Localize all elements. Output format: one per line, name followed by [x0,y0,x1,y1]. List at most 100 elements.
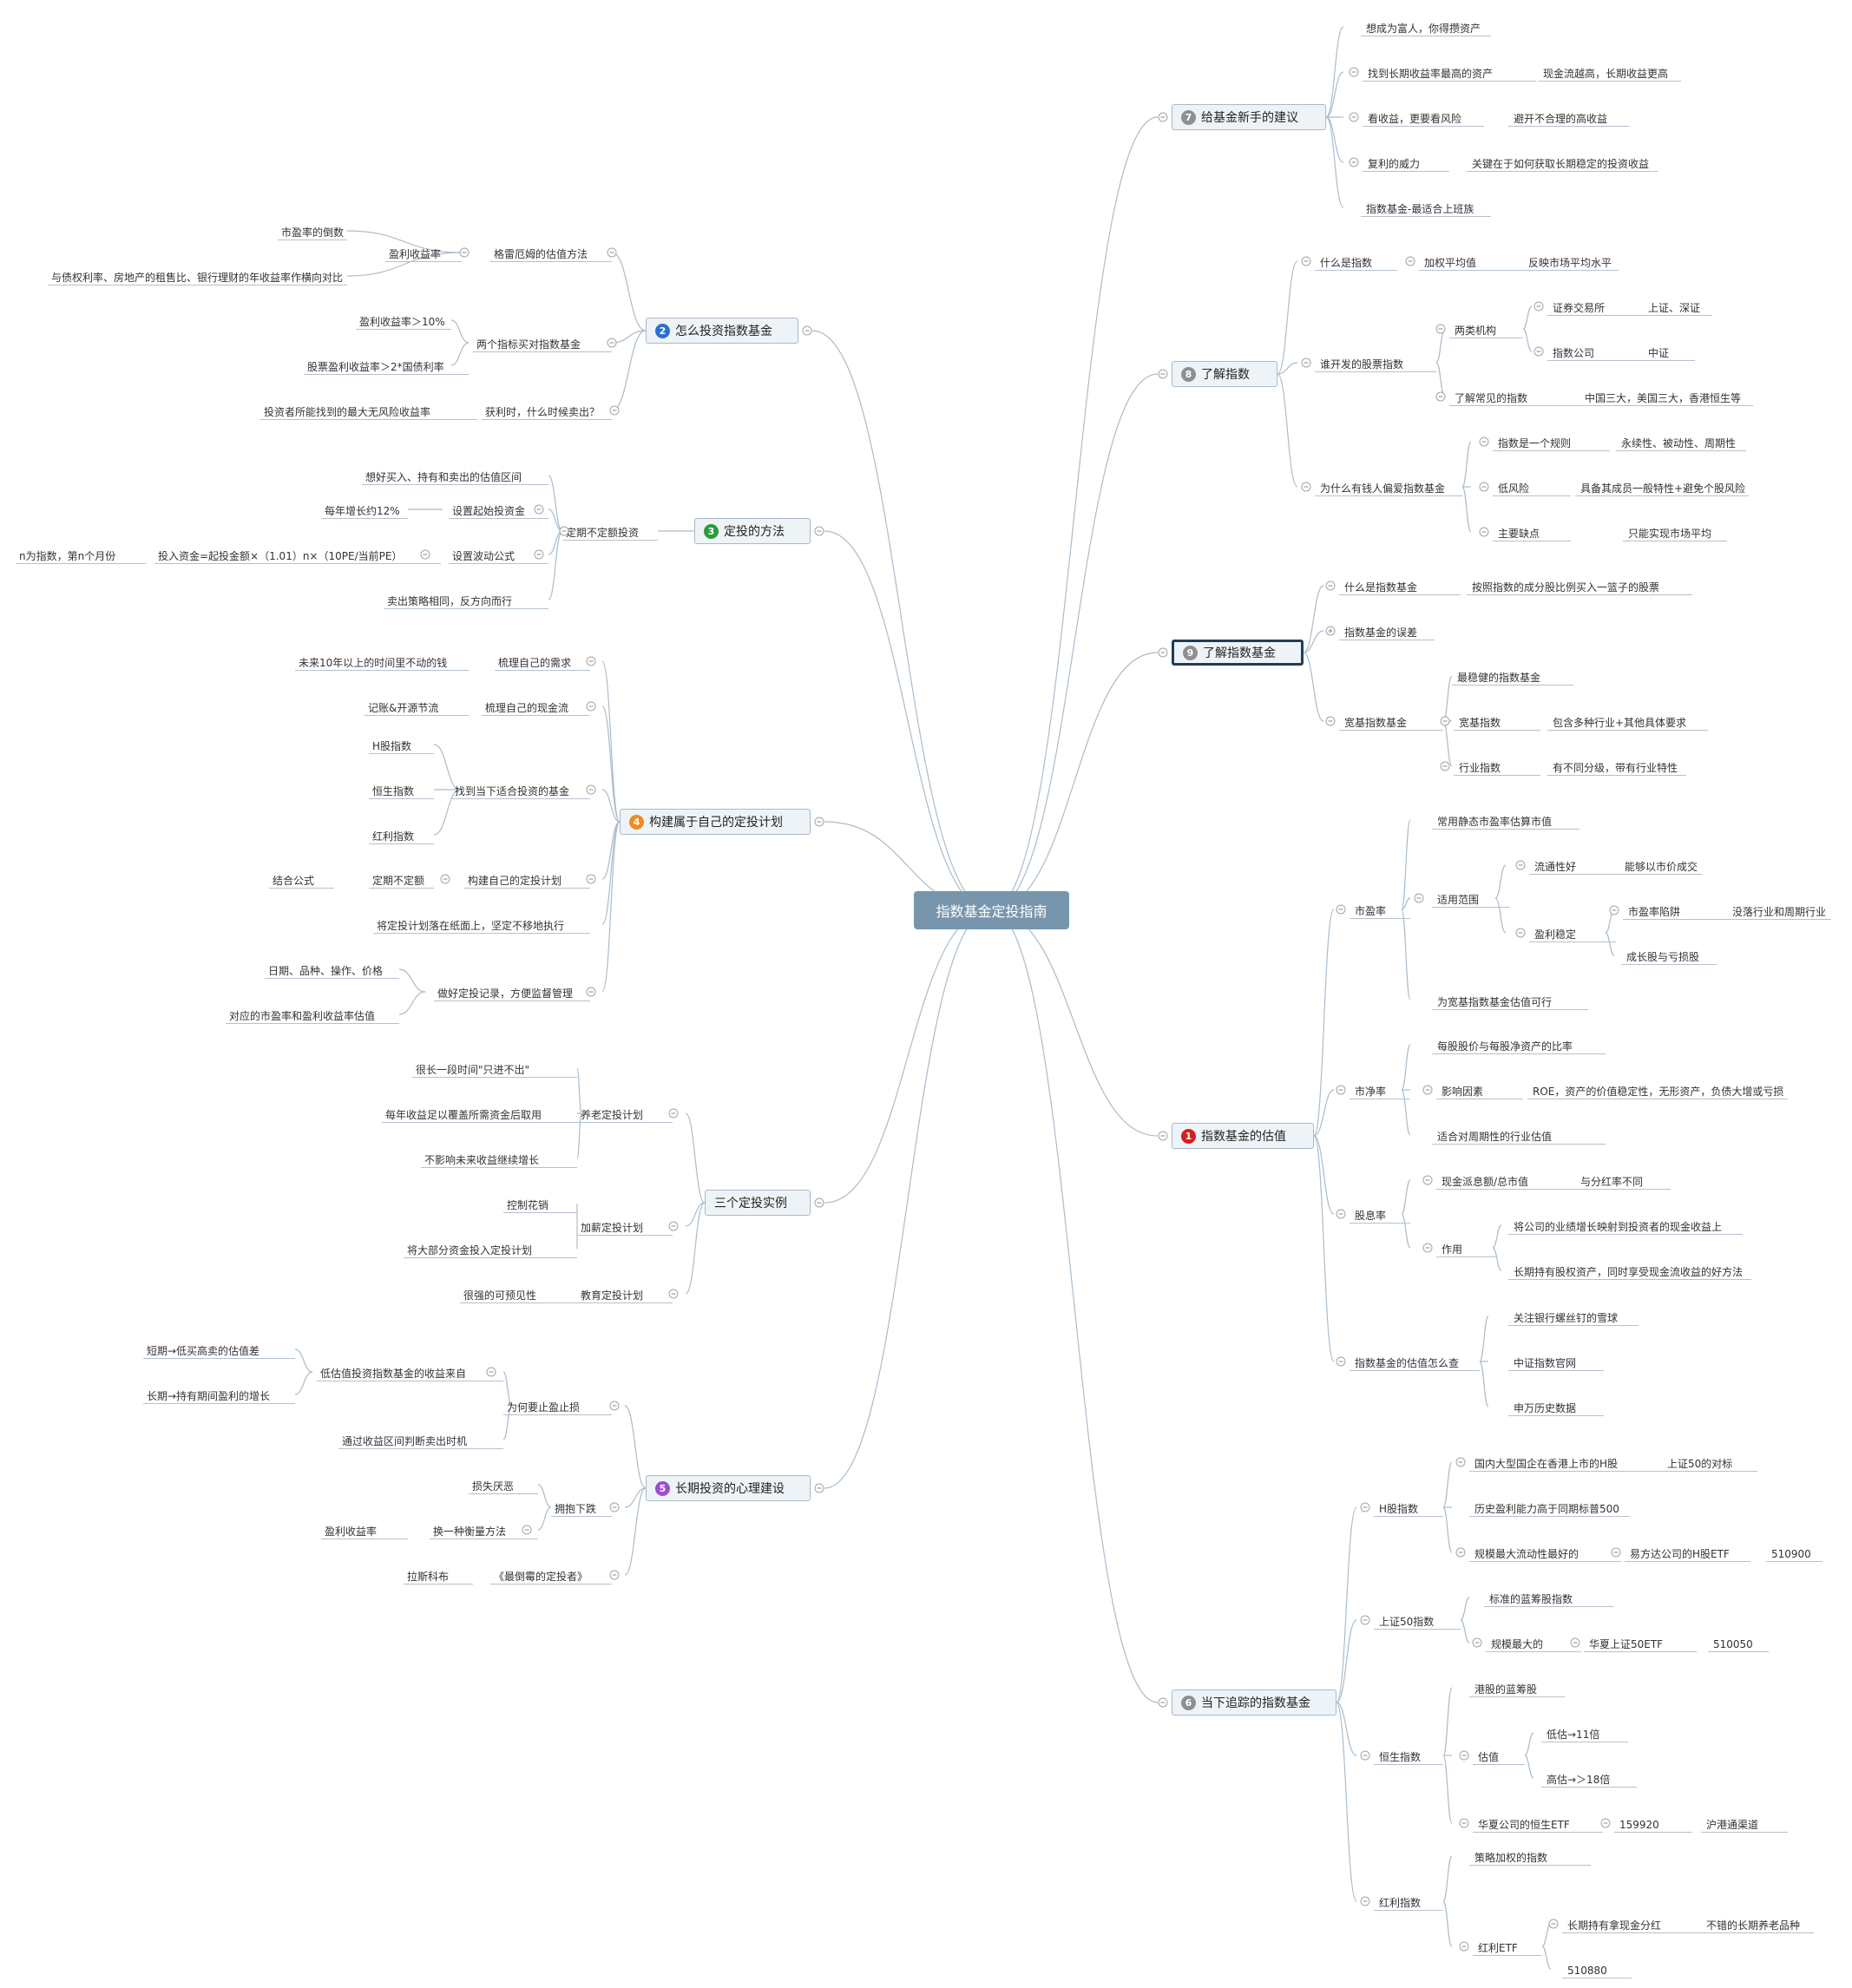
node-low-val[interactable]: 低估→11倍 [1547,1729,1600,1741]
collapse-toggle-icon[interactable] [1336,1085,1346,1095]
node-avg[interactable]: 只能实现市场平均 [1628,528,1712,540]
node-hold-equity[interactable]: 长期持有股权资产，同时享受现金流收益的好方法 [1514,1266,1744,1278]
node-pe-trap[interactable]: 市盈率陷阱 [1628,906,1681,918]
node-rich[interactable]: 想成为富人，你得攒资产 [1366,23,1481,35]
node-three-markets[interactable]: 中国三大，美国三大，香港恒生等 [1585,392,1742,404]
collapse-toggle-icon[interactable] [1600,1818,1611,1828]
node-graham[interactable]: 格雷厄姆的估值方法 [494,248,588,260]
collapse-toggle-icon[interactable] [459,247,470,258]
collapse-toggle-icon[interactable] [609,1570,620,1580]
collapse-toggle-icon[interactable] [607,247,617,258]
collapse-toggle-icon[interactable] [486,1367,496,1377]
collapse-toggle-icon[interactable] [1459,1941,1469,1952]
node-risk[interactable]: 看收益，更要看风险 [1368,113,1462,125]
node-loss-aversion[interactable]: 损失厌恶 [472,1480,515,1493]
node-predictable[interactable]: 很强的可预见性 [463,1289,537,1302]
node-basket[interactable]: 按照指数的成分股比例买入一篮子的股票 [1472,581,1660,594]
collapse-toggle-icon[interactable] [1349,67,1359,77]
node-fund-error[interactable]: 指数基金的误差 [1344,627,1418,639]
node-book[interactable]: 《最倒霉的定投者》 [494,1571,588,1583]
node-broad-index[interactable]: 宽基指数 [1459,717,1501,729]
node-low-valuation[interactable]: 低估值投资指数基金的收益来自 [320,1368,467,1380]
collapse-toggle-icon[interactable] [586,701,596,712]
node-csi-web[interactable]: 中证指数官网 [1514,1357,1577,1369]
node-factors[interactable]: 影响因素 [1442,1086,1484,1098]
node-two-indicators[interactable]: 两个指标买对指数基金 [476,338,581,351]
node-rule[interactable]: 指数是一个规则 [1498,437,1572,449]
node-csi[interactable]: 中证 [1648,347,1670,359]
collapse-toggle-icon[interactable] [1325,716,1336,726]
node-cons[interactable]: 主要缺点 [1498,528,1540,540]
node-index-company[interactable]: 指数公司 [1553,347,1595,359]
collapse-toggle-icon[interactable] [1479,482,1489,492]
collapse-toggle-icon[interactable] [1479,527,1489,537]
collapse-toggle-icon[interactable] [1548,1919,1559,1929]
topic-three-examples[interactable]: 三个定投实例 [705,1190,811,1216]
node-cashflow-high[interactable]: 现金流越高，长期收益更高 [1543,68,1669,80]
node-static-pe[interactable]: 常用静态市盈率估算市值 [1437,816,1553,828]
collapse-toggle-icon[interactable] [1422,1175,1433,1185]
node-formula[interactable]: 投入资金=起投金额×（1.01）n×（10PE/当前PE） [158,550,403,562]
node-accounting[interactable]: 记账&开源节流 [368,702,439,714]
node-control-spend[interactable]: 控制花销 [507,1199,549,1211]
collapse-toggle-icon[interactable] [1301,482,1311,492]
node-hk-blue[interactable]: 港股的蓝筹股 [1474,1683,1538,1696]
node-h-index[interactable]: H股指数 [372,740,412,752]
node-stock-ey[interactable]: 股票盈利收益率＞2*国债利率 [307,361,444,373]
node-soe[interactable]: 国内大型国企在香港上市的H股 [1474,1458,1619,1470]
node-most-funds[interactable]: 将大部分资金投入定投计划 [407,1244,533,1256]
node-hx50-etf[interactable]: 华夏上证50ETF [1589,1638,1664,1650]
node-money-10y[interactable]: 未来10年以上的时间里不动的钱 [299,657,448,669]
node-stable[interactable]: 最稳健的指数基金 [1457,672,1541,684]
collapse-toggle-icon[interactable] [420,549,430,560]
collapse-toggle-icon[interactable] [1515,860,1526,870]
node-sh50-pair[interactable]: 上证50的对标 [1667,1458,1733,1470]
collapse-toggle-icon[interactable] [814,817,824,827]
collapse-toggle-icon[interactable] [668,1289,679,1299]
collapse-toggle-icon[interactable] [1336,1209,1346,1219]
node-role[interactable]: 作用 [1442,1243,1463,1256]
node-start-amount[interactable]: 设置起始投资金 [452,505,526,517]
node-what-fund[interactable]: 什么是指数基金 [1344,581,1418,594]
collapse-toggle-icon[interactable] [534,549,544,560]
node-find-fund[interactable]: 找到当下适合投资的基金 [455,785,570,797]
collapse-toggle-icon[interactable] [1435,391,1446,402]
node-pension-plan[interactable]: 养老定投计划 [581,1109,644,1121]
collapse-toggle-icon[interactable] [1570,1637,1580,1648]
node-ey-10[interactable]: 盈利收益率＞10% [359,316,445,328]
collapse-toggle-icon[interactable] [1459,1750,1469,1761]
node-efund-etf[interactable]: 易方达公司的H股ETF [1630,1548,1730,1560]
node-irreg[interactable]: 定期不定额 [372,875,425,887]
node-weighted[interactable]: 加权平均值 [1424,257,1477,269]
node-strategy[interactable]: 策略加权的指数 [1474,1852,1548,1864]
node-blue-chip[interactable]: 标准的蓝筹股指数 [1489,1593,1573,1605]
node-who-develops[interactable]: 谁开发的股票指数 [1320,358,1404,371]
node-irregular[interactable]: 定期不定额投资 [566,527,640,539]
collapse-toggle-icon[interactable] [1472,1637,1482,1648]
collapse-toggle-icon[interactable] [1455,1457,1466,1467]
node-interval[interactable]: 通过收益区间判断卖出时机 [342,1435,468,1447]
node-multi-industry[interactable]: 包含多种行业+其他具体要求 [1553,717,1687,729]
node-what-index[interactable]: 什么是指数 [1320,257,1373,269]
node-build-plan[interactable]: 构建自己的定投计划 [468,875,562,887]
collapse-toggle-icon[interactable] [586,987,596,997]
node-record[interactable]: 做好定投记录，方便监督管理 [437,987,574,1000]
node-ey-measure[interactable]: 盈利收益率 [325,1525,378,1538]
node-reflect-cash[interactable]: 将公司的业绩增长映射到投资者的现金收益上 [1514,1221,1723,1233]
collapse-toggle-icon[interactable] [1158,1131,1168,1141]
node-exchange[interactable]: 证券交易所 [1553,302,1606,314]
node-tiers[interactable]: 有不同分级，带有行业特性 [1553,762,1678,774]
node-compare[interactable]: 与债权利率、房地产的租售比、银行理财的年收益率作横向对比 [51,272,344,284]
node-valuation[interactable]: 估值 [1478,1751,1500,1763]
node-div-index[interactable]: 红利指数 [372,830,415,843]
node-low-risk[interactable]: 低风险 [1498,482,1530,495]
collapse-toggle-icon[interactable] [1414,893,1424,903]
node-code-159920[interactable]: 159920 [1619,1819,1659,1831]
collapse-toggle-icon[interactable] [609,1401,620,1411]
node-industry-index[interactable]: 行业指数 [1459,762,1501,774]
